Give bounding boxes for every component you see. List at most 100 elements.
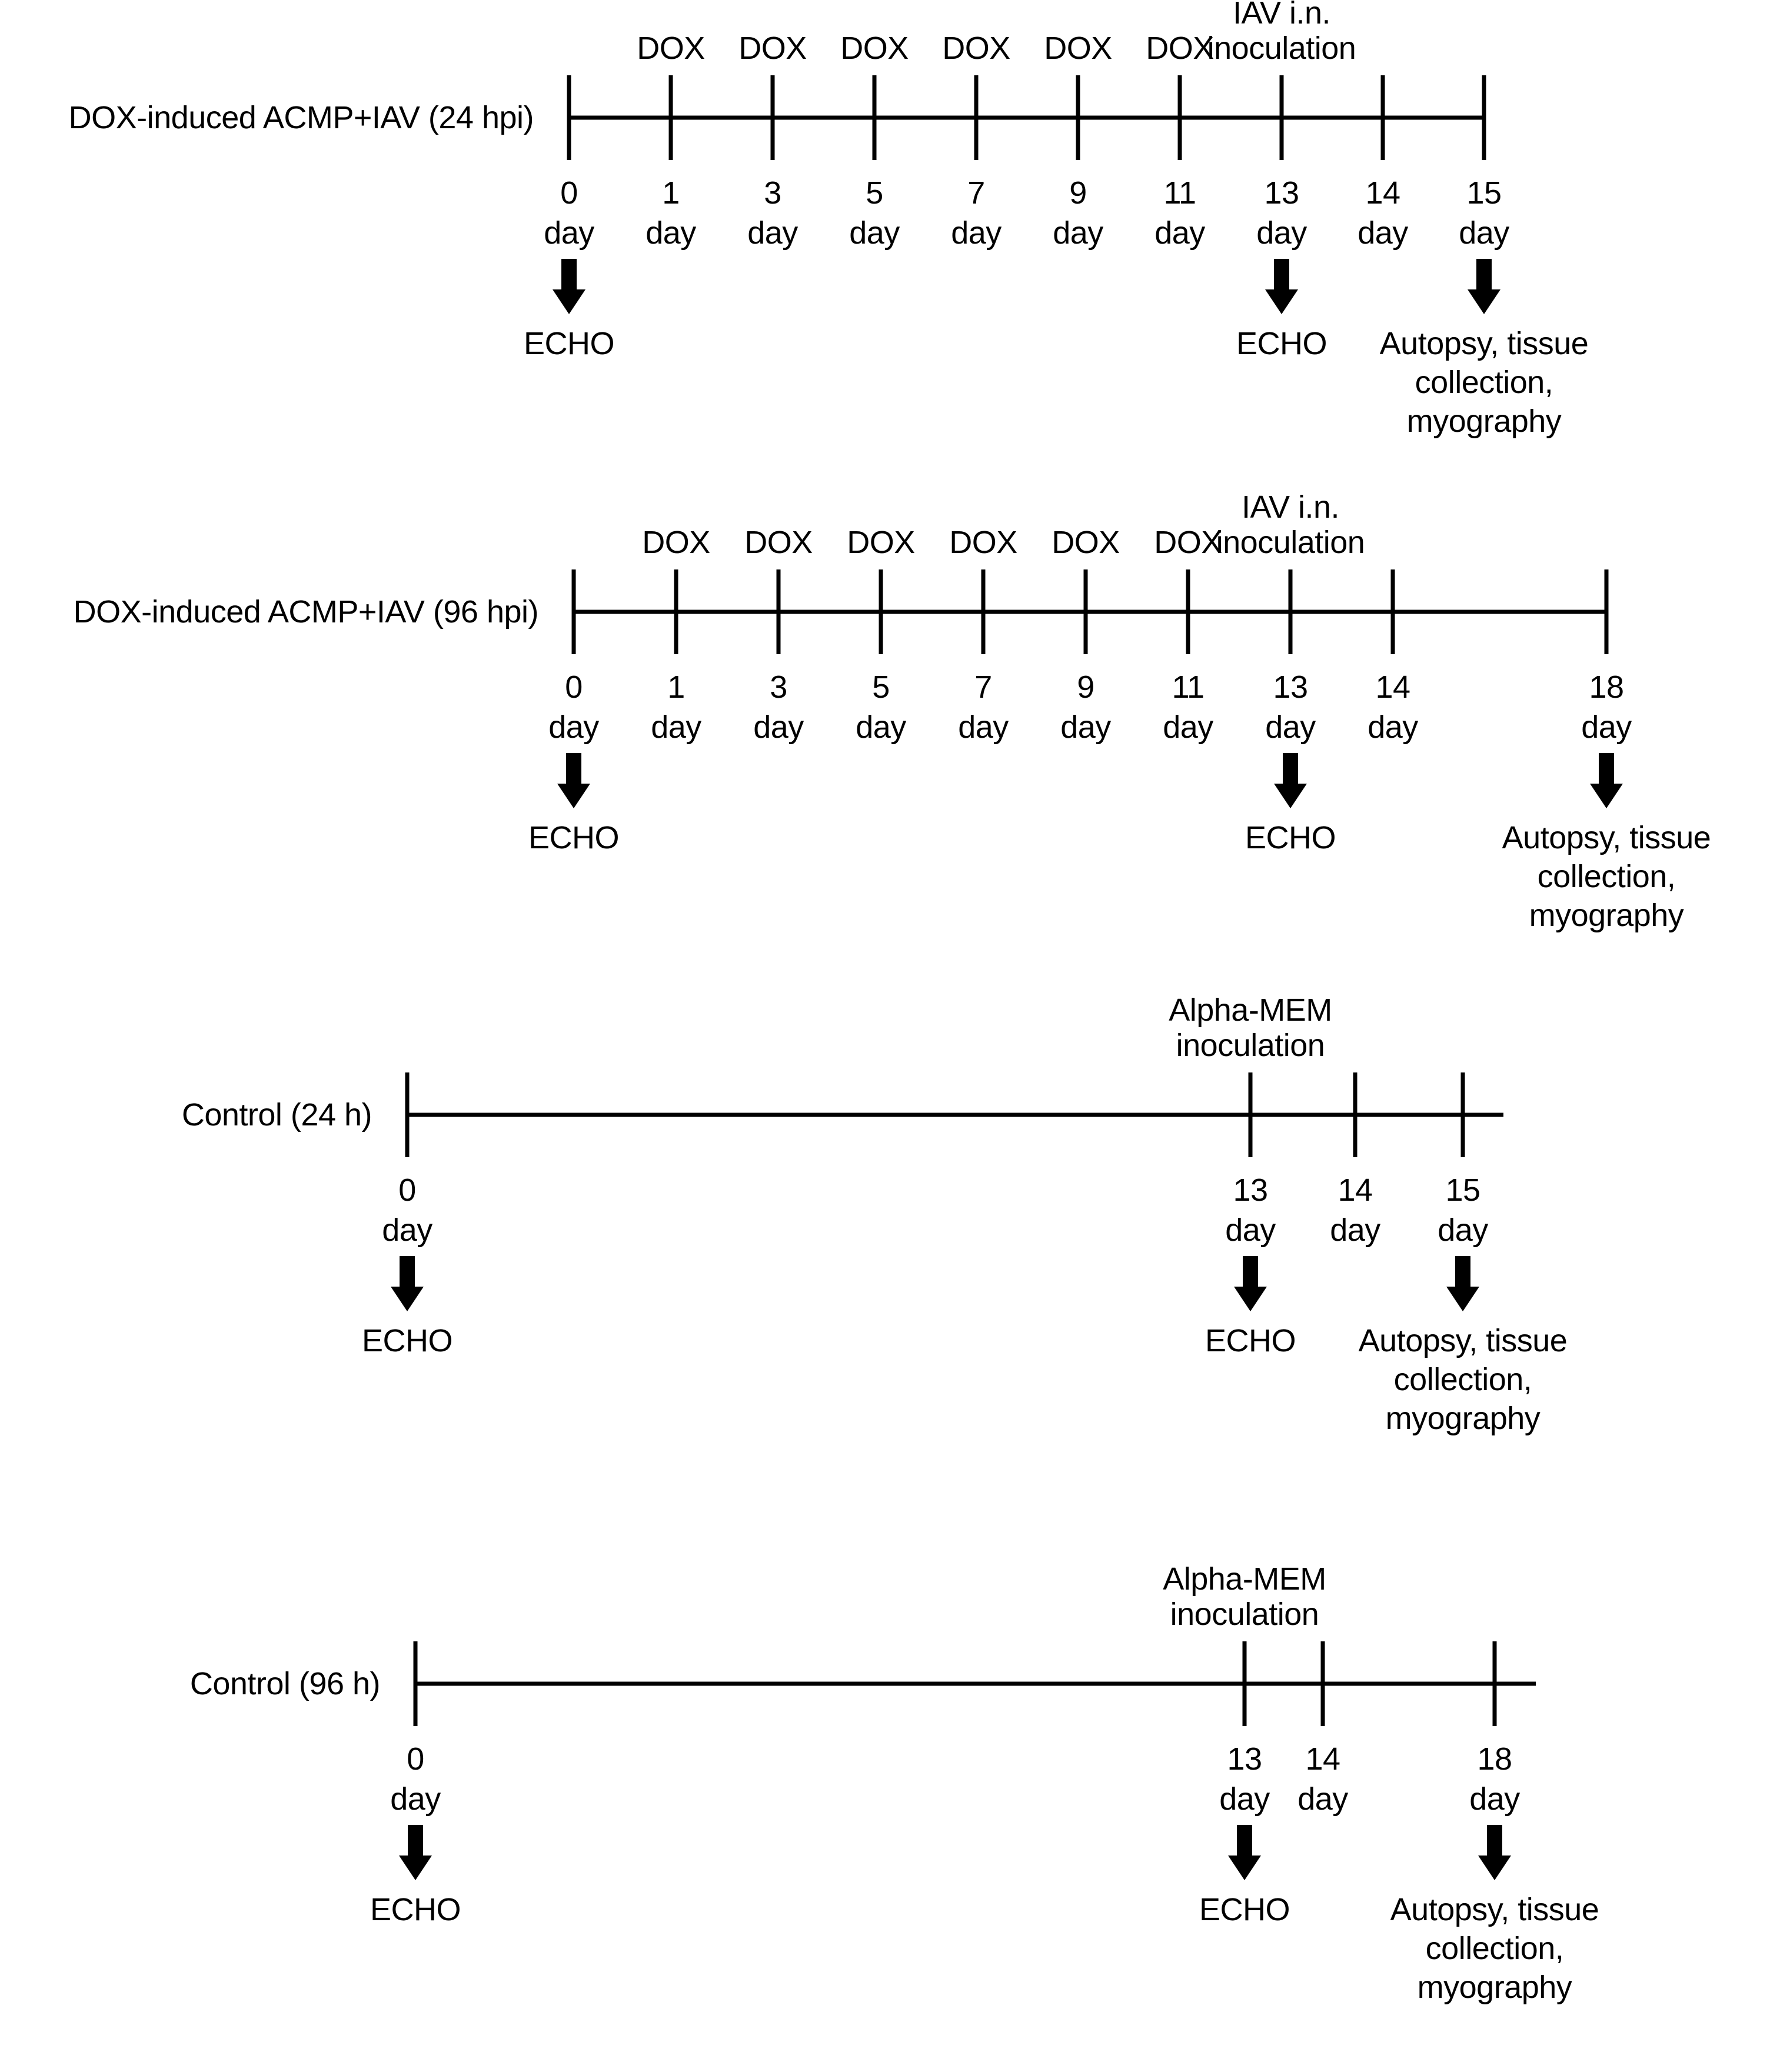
timeline-event-label: DOX [1052,525,1120,560]
day-number: 0 [560,175,578,211]
timeline-row-label: DOX-induced ACMP+IAV (24 hpi) [68,99,534,135]
day-number: 11 [1172,669,1205,705]
timeline-event-label: DOX [942,31,1010,66]
timeline-event-label: DOX [1154,525,1222,560]
timeline-day-label: 0 day [544,173,594,253]
timeline-procedure-caption: ECHO [370,1892,461,1927]
day-number: 1 [667,669,685,705]
down-arrow-icon [557,753,590,808]
day-number: 14 [1365,175,1400,211]
down-arrow-icon [391,1256,424,1311]
timeline-axis-line [407,1112,1503,1117]
timeline-tick-day-14 [1353,1072,1358,1157]
day-word: day [1297,1781,1348,1817]
timeline-procedure-caption: ECHO [1245,820,1336,855]
arrow-shaft [400,1256,415,1287]
timeline-tick-day-5 [872,75,877,160]
arrow-shaft [1599,753,1614,784]
timeline-tick-day-13 [1248,1072,1253,1157]
timeline-tick-day-0 [413,1641,418,1726]
day-number: 7 [967,175,985,211]
day-number: 13 [1273,669,1308,705]
arrow-head [557,784,590,808]
timeline-tick-day-3 [776,569,781,654]
timeline-day-label: 3 day [747,173,798,253]
timeline-day-label: 9 day [1053,173,1103,253]
timeline-tick-day-9 [1076,75,1080,160]
day-word: day [951,215,1002,251]
day-word: day [1358,215,1408,251]
day-word: day [1581,709,1632,745]
timeline-tick-day-18 [1492,1641,1497,1726]
arrow-head [1274,784,1307,808]
day-number: 3 [770,669,787,705]
day-number: 9 [1069,175,1087,211]
day-word: day [958,709,1009,745]
day-number: 3 [764,175,781,211]
day-word: day [1256,215,1307,251]
timeline-tick-day-11 [1186,569,1190,654]
timeline-day-label: 7 day [951,173,1002,253]
timeline-procedure-caption: ECHO [1199,1892,1290,1927]
day-number: 15 [1466,175,1502,211]
arrow-head [1228,1856,1261,1880]
down-arrow-icon [553,259,585,314]
day-number: 18 [1477,1741,1512,1777]
day-word: day [1438,1212,1488,1248]
timeline-procedure-caption: Autopsy, tissue collection, myography [1358,1323,1568,1436]
timeline-event-label: DOX [637,31,705,66]
timeline-tick-day-1 [674,569,678,654]
arrow-head [1468,289,1500,314]
day-word: day [856,709,906,745]
timeline-tick-day-0 [571,569,576,654]
timeline-axis-line [574,609,1606,614]
down-arrow-icon [1478,1825,1511,1880]
day-word: day [747,215,798,251]
down-arrow-icon [1274,753,1307,808]
arrow-head [391,1287,424,1311]
day-number: 13 [1227,1741,1262,1777]
day-word: day [548,709,599,745]
timeline-tick-day-14 [1380,75,1385,160]
timeline-procedure-caption: ECHO [361,1323,453,1358]
arrow-shaft [561,259,577,289]
day-word: day [544,215,594,251]
arrow-shaft [566,753,581,784]
day-word: day [1053,215,1103,251]
day-word: day [1368,709,1418,745]
timeline-axis-line [569,115,1484,120]
timeline-procedure-caption: ECHO [1205,1323,1296,1358]
arrow-shaft [1283,753,1298,784]
arrow-shaft [1487,1825,1502,1856]
timeline-tick-day-11 [1177,75,1182,160]
timeline-tick-day-14 [1390,569,1395,654]
day-number: 0 [407,1741,424,1777]
arrow-shaft [1455,1256,1470,1287]
arrow-head [1265,289,1298,314]
day-word: day [646,215,696,251]
day-number: 5 [866,175,883,211]
arrow-head [1478,1856,1511,1880]
timeline-tick-day-7 [981,569,986,654]
timeline-tick-day-7 [974,75,979,160]
timeline-tick-day-1 [668,75,673,160]
day-word: day [1459,215,1509,251]
day-word: day [1060,709,1111,745]
timeline-event-label: DOX [1146,31,1214,66]
timeline-event-label: DOX [642,525,710,560]
day-number: 15 [1445,1172,1480,1208]
timeline-tick-day-14 [1320,1641,1325,1726]
timeline-row-label: DOX-induced ACMP+IAV (96 hpi) [73,594,539,629]
timeline-event-label: Alpha-MEM inoculation [1163,1561,1326,1633]
down-arrow-icon [399,1825,432,1880]
day-word: day [382,1212,432,1248]
timeline-event-label: DOX [738,31,807,66]
